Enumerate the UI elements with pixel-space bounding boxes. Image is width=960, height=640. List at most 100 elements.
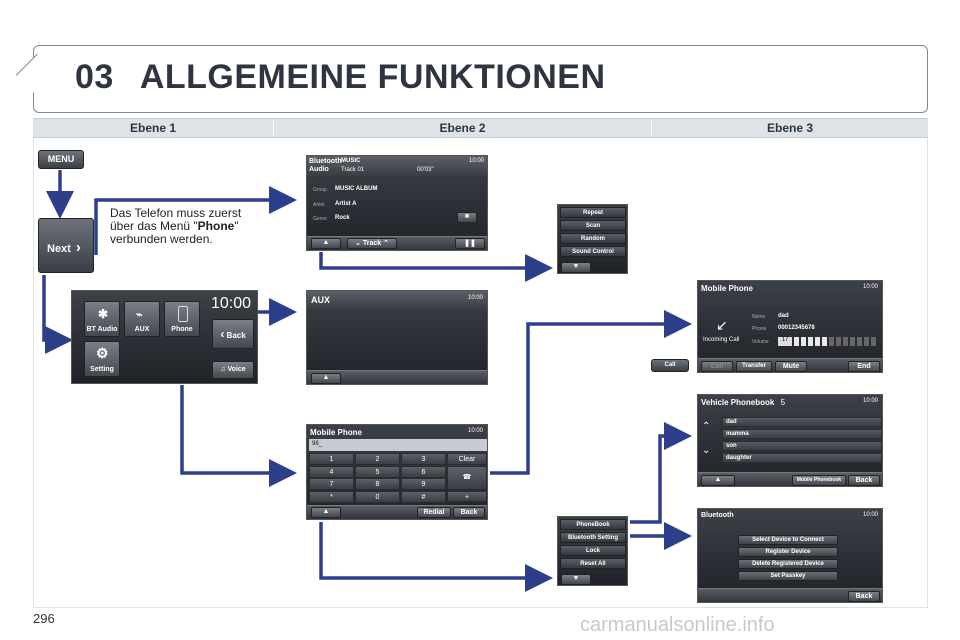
aux-time: 10:00 <box>467 295 483 301</box>
volume-segment <box>850 337 855 346</box>
down-button[interactable]: ▼ <box>561 262 591 273</box>
scan-item[interactable]: Scan <box>560 220 626 231</box>
phonebook-entry[interactable]: daughter <box>722 453 882 463</box>
aux-up-button[interactable]: ▲ <box>311 373 341 384</box>
watermark: carmanualsonline.info <box>580 614 775 636</box>
incoming-title: Mobile Phone <box>701 284 753 293</box>
end-button[interactable]: End <box>848 361 880 372</box>
handset-icon: ☎ <box>462 474 472 481</box>
phonebook-item[interactable]: PhoneBook <box>560 519 626 530</box>
phonebook-up-button[interactable]: ▲ <box>701 475 735 486</box>
note-bold-phone: Phone <box>197 219 235 233</box>
artist-value: Artist A <box>335 201 357 207</box>
down-arrow-icon: ▼ <box>572 575 580 582</box>
repeat-item[interactable]: Repeat <box>560 207 626 218</box>
section-heading: ALLGEMEINE FUNKTIONEN <box>139 58 606 96</box>
incoming-time: 10:00 <box>862 284 878 290</box>
volume-segment <box>794 337 799 346</box>
back-button[interactable]: ‹ Back <box>212 319 254 349</box>
menu-button[interactable]: MENU <box>38 150 84 169</box>
track-button[interactable]: ⌄ Track ⌃ <box>347 238 397 249</box>
volume-segment <box>871 337 876 346</box>
random-item[interactable]: Random <box>560 233 626 244</box>
plus-button[interactable]: + <box>447 491 487 502</box>
bt-audio-button[interactable]: ✱ BT Audio <box>84 301 120 337</box>
dial-up-button[interactable]: ▲ <box>311 507 341 518</box>
audio-elapsed: 00'03" <box>417 167 434 173</box>
audio-time: 10:00 <box>468 158 484 164</box>
keypad-key[interactable]: 7 <box>309 478 354 490</box>
phone-menu-down-button[interactable]: ▼ <box>561 574 591 585</box>
keypad-key[interactable]: 5 <box>355 465 400 478</box>
mobile-phonebook-button[interactable]: Mobile Phonebook <box>792 475 846 486</box>
stop-button[interactable]: ■ <box>457 212 477 223</box>
genre-value: Rock <box>335 215 350 221</box>
audio-menu-panel: Repeat Scan Random Sound Control ▼ <box>557 204 628 274</box>
bt-title: Bluetooth <box>701 512 734 519</box>
aux-button[interactable]: ⌁AUX <box>124 301 160 337</box>
keypad-key[interactable]: # <box>401 490 446 503</box>
redial-button[interactable]: Redial <box>417 507 451 518</box>
call-button[interactable]: Call <box>651 359 689 372</box>
bluetooth-setting-item[interactable]: Bluetooth Setting <box>560 532 626 543</box>
up-button[interactable]: ▲ <box>311 238 341 249</box>
clear-button[interactable]: Clear <box>447 453 487 465</box>
chevron-down-icon[interactable]: ⌄ <box>702 445 711 456</box>
sound-control-item[interactable]: Sound Control <box>560 246 626 257</box>
incoming-call-button[interactable]: Call <box>701 361 733 372</box>
lock-item[interactable]: Lock <box>560 545 626 556</box>
keypad-key[interactable]: 9 <box>401 478 446 490</box>
voice-button[interactable]: ♫ Voice <box>212 361 254 379</box>
transfer-call-button[interactable]: Transfer Call <box>736 361 772 372</box>
arrow-dial-to-phonemenu <box>319 522 553 592</box>
incoming-call-screen: Mobile Phone 10:00 ↙ Incoming Call Name … <box>697 280 883 373</box>
keypad-key[interactable]: 4 <box>309 465 354 478</box>
keypad-key[interactable]: 8 <box>355 478 400 490</box>
note-line-2-post: " <box>234 219 239 233</box>
keypad-key[interactable]: 3 <box>401 453 446 465</box>
dial-input[interactable]: 98_ <box>309 439 487 451</box>
voice-icon: ♫ <box>220 366 226 373</box>
phonebook-entry[interactable]: mamma <box>722 429 882 439</box>
setting-button[interactable]: ⚙Setting <box>84 341 120 377</box>
phone-connect-note: Das Telefon muss zuerst über das Menü "P… <box>110 207 241 246</box>
reset-all-item[interactable]: Reset All <box>560 558 626 569</box>
keypad-key[interactable]: 2 <box>355 453 400 465</box>
bluetooth-icon: ✱ <box>98 307 109 321</box>
pause-button[interactable]: ❚❚ <box>455 238 485 249</box>
phone-icon <box>178 306 188 322</box>
volume-label: Volume <box>752 339 769 345</box>
phonebook-entry[interactable]: son <box>722 441 882 451</box>
keypad-key[interactable]: 0 <box>355 490 400 503</box>
aux-header <box>307 291 487 309</box>
note-line-2: über das Menü "Phone" <box>110 220 241 233</box>
register-device-button[interactable]: Register Device <box>738 547 838 557</box>
audio-track: Track 01 <box>341 167 365 173</box>
phonebook-entry[interactable]: dad <box>722 417 882 427</box>
audio-header <box>307 156 487 176</box>
phone-button[interactable]: Phone <box>164 301 200 337</box>
artist-label: Artist <box>313 202 325 208</box>
mute-button[interactable]: Mute <box>775 361 807 372</box>
phonebook-count: 5 <box>780 398 786 407</box>
name-label: Name <box>752 314 766 320</box>
keypad-key[interactable]: * <box>309 490 354 503</box>
chevron-left-icon: ‹ <box>220 327 225 341</box>
keypad-key[interactable]: 6 <box>401 465 446 478</box>
keypad-key[interactable]: 1 <box>309 453 354 465</box>
phonebook-back-button[interactable]: Back <box>848 475 880 486</box>
call-dial-button[interactable]: ☎ <box>447 466 487 490</box>
group-label: Group <box>313 187 327 193</box>
aux-plug-icon: ⌁ <box>136 309 143 321</box>
chevron-up-icon: ⌃ <box>383 240 389 247</box>
volume-slider[interactable] <box>794 337 878 346</box>
chevron-up-icon[interactable]: ⌃ <box>702 421 711 432</box>
next-button[interactable]: Next› <box>38 218 94 273</box>
delete-device-button[interactable]: Delete Registered Device <box>738 559 838 569</box>
select-device-button[interactable]: Select Device to Connect <box>738 535 838 545</box>
set-passkey-button[interactable]: Set Passkey <box>738 571 838 581</box>
bt-back-button[interactable]: Back <box>848 591 880 602</box>
bt-audio-label: BT Audio <box>86 326 118 333</box>
dial-back-button[interactable]: Back <box>453 507 485 518</box>
